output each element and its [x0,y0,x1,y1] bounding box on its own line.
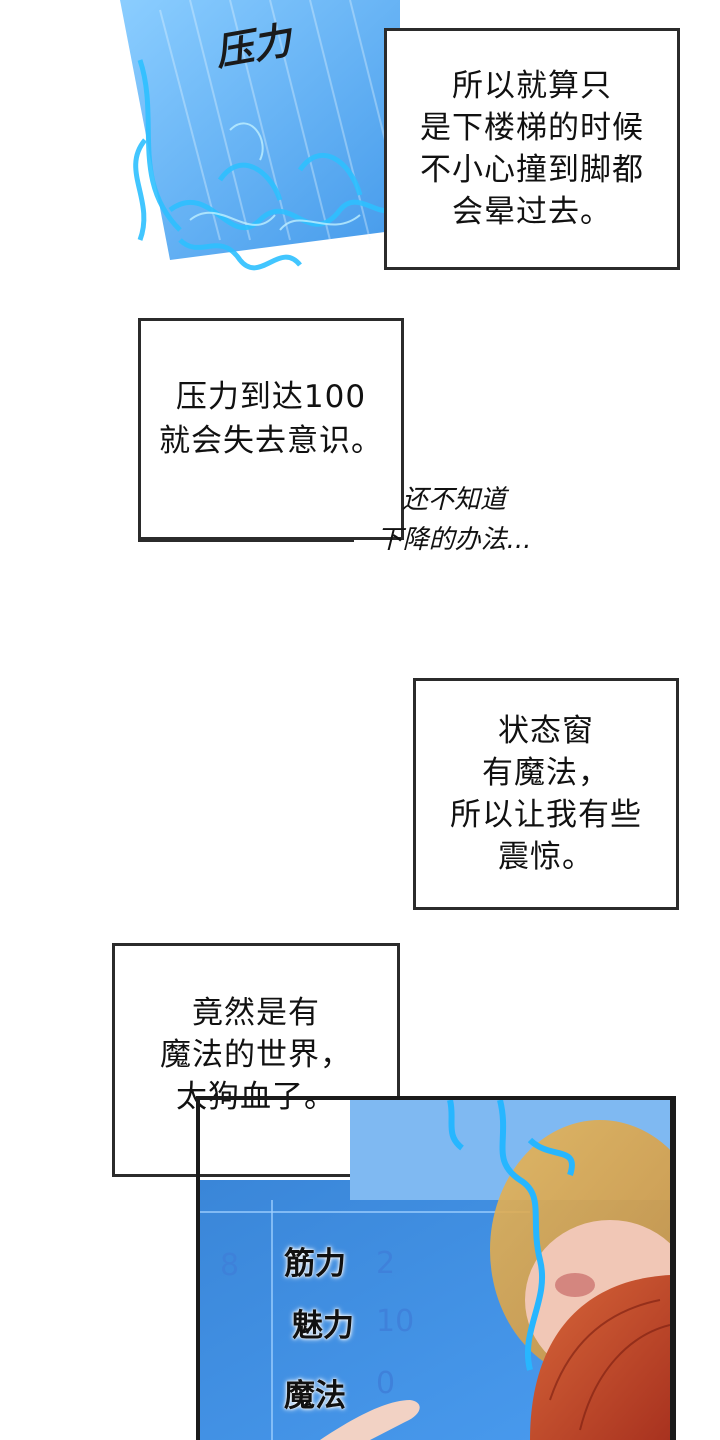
caption-text-4: 竟然是有 魔法的世界， 太狗血了。 [160,995,352,1115]
caption-box-2: 压力到达100 就会失去意识。 [138,318,404,540]
caption-box-3: 状态窗 有魔法， 所以让我有些 震惊。 [413,678,679,910]
inner-thought-text: 还不知道 下降的办法... [376,485,532,555]
glow-window-illustration: 压力 [120,0,400,271]
stat-label-strength: 筋力 [284,1246,346,1282]
stat-label-charm: 魅力 [292,1308,354,1344]
stat-label-magic: 魔法 [284,1378,346,1414]
caption-text-1: 所以就算只 是下楼梯的时候 不小心撞到脚都 会晕过去。 [420,68,644,230]
status-window-glow-art: 压力 [100,0,400,300]
stat-value-magic: 0 [376,1366,396,1401]
caption-text-3: 状态窗 有魔法， 所以让我有些 震惊。 [450,713,642,875]
caption-box-4: 竟然是有 魔法的世界， 太狗血了。 [112,943,400,1177]
caption-box-1: 所以就算只 是下楼梯的时候 不小心撞到脚都 会晕过去。 [384,28,680,270]
stat-value-strength: 2 [376,1246,396,1281]
status-window-illustration [200,1100,670,1440]
stat-value-charm: 10 [376,1304,415,1339]
caption-text-2: 压力到达100 就会失去意识。 [159,379,383,459]
stat-left-value: 8 [220,1248,240,1283]
caption-divider [138,540,354,542]
status-window-panel: 8 筋力 2 魅力 10 魔法 0 [196,1096,676,1440]
